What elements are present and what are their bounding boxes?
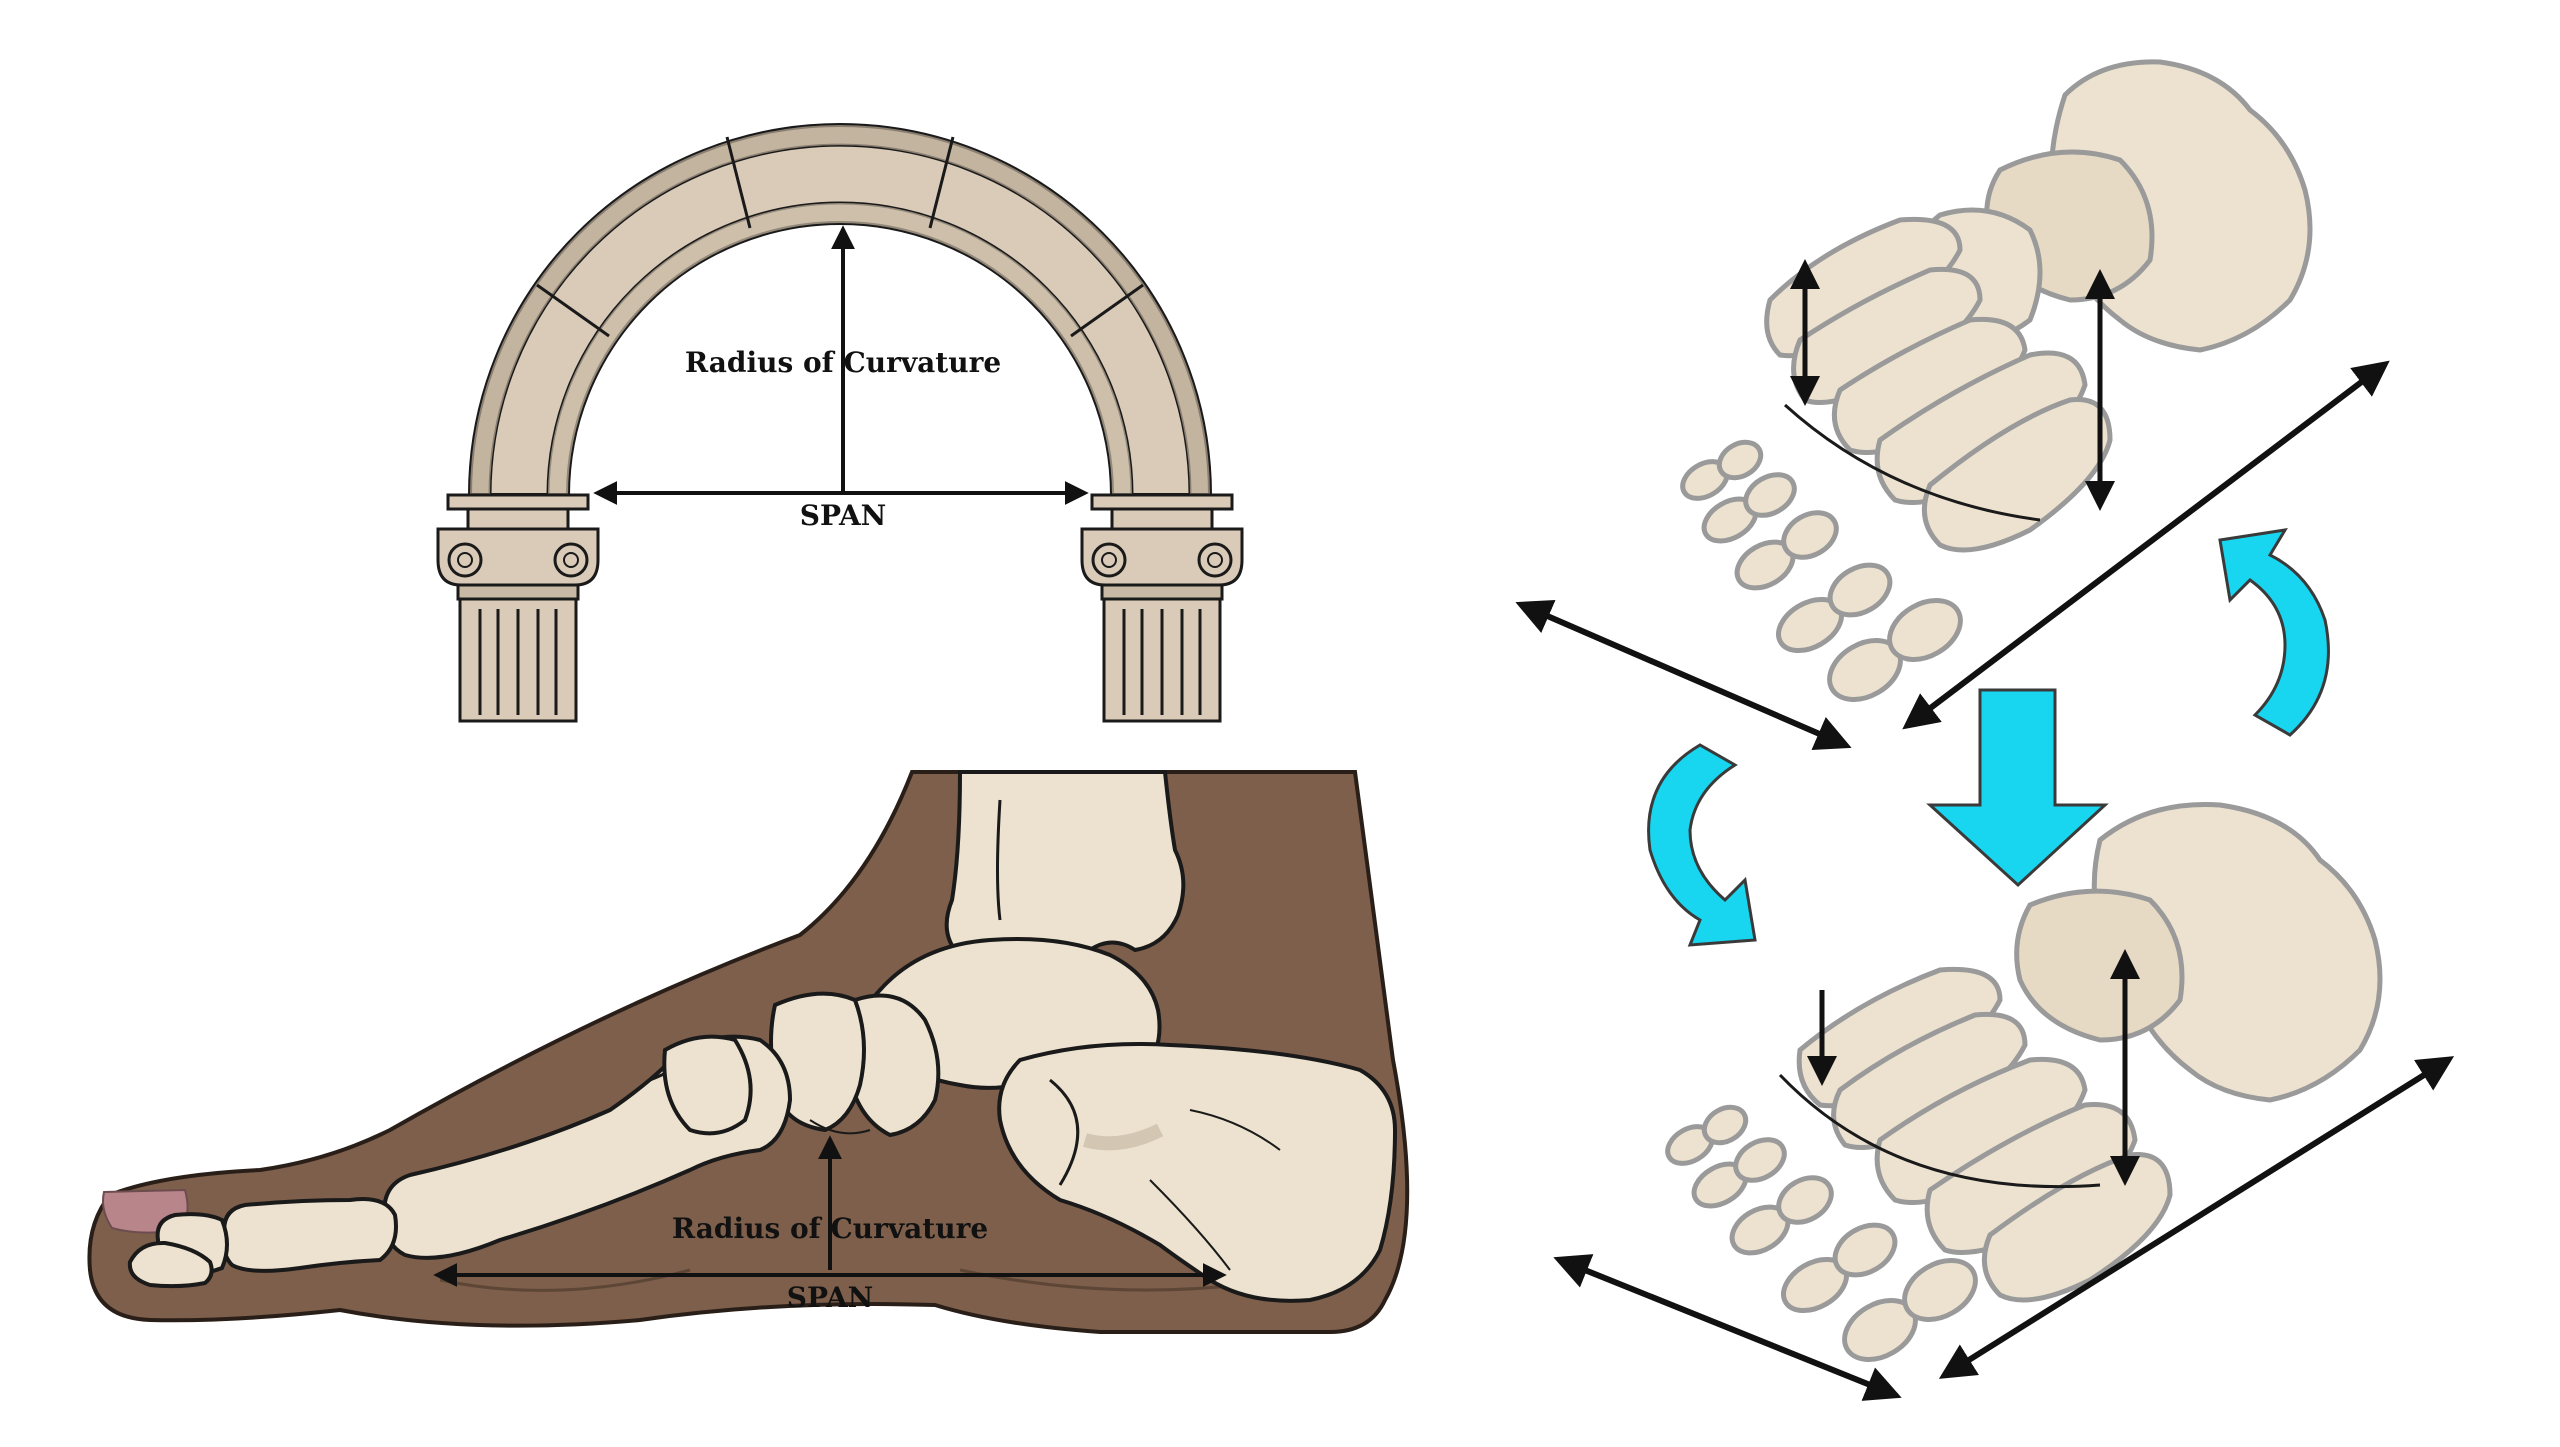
- left-column: [436, 493, 600, 723]
- bottom-foot-width-arrow: [1553, 1254, 1902, 1401]
- tibia: [944, 770, 1186, 968]
- distal-phalanx: [127, 1240, 214, 1289]
- curved-arrow-right-icon: [2218, 528, 2330, 737]
- foot-skeleton-bottom: [1553, 801, 2455, 1401]
- top-foot-length-arrow: [1902, 360, 2390, 730]
- foot-radius-label: Radius of Curvature: [672, 1212, 988, 1245]
- curved-arrow-left-icon: [1647, 743, 1757, 947]
- side-foot: Radius of Curvature SPAN: [87, 770, 1410, 1334]
- foot-skeleton-top: [1515, 59, 2390, 751]
- roman-arch: Radius of Curvature SPAN: [436, 123, 1244, 723]
- calcaneus: [997, 1042, 1398, 1303]
- down-arrow-icon: [1926, 688, 2109, 888]
- proximal-phalanx: [222, 1197, 398, 1273]
- right-column: [1080, 493, 1244, 723]
- arch-band: [467, 123, 1213, 497]
- arch-radius-label: Radius of Curvature: [685, 346, 1001, 379]
- bottom-foot-length-arrow: [1938, 1056, 2455, 1379]
- arch-span-label: SPAN: [800, 499, 887, 532]
- top-foot-width-arrow: [1515, 599, 1852, 751]
- cyan-arrows: [1647, 528, 2330, 947]
- foot-span-label: SPAN: [787, 1281, 874, 1314]
